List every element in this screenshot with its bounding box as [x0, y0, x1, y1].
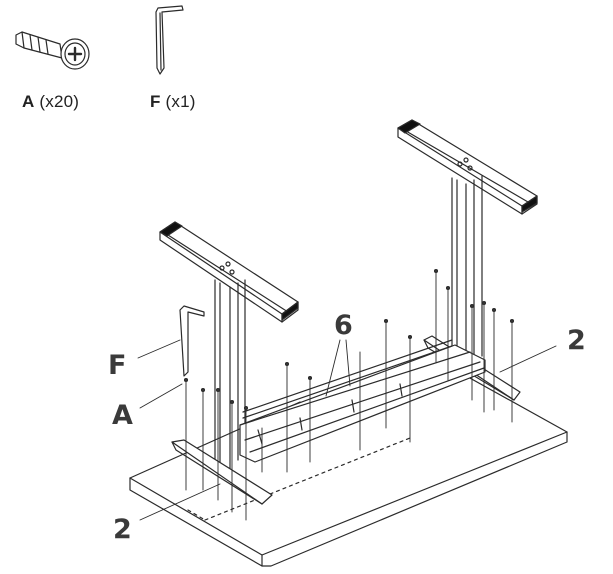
callout-6: 6: [334, 310, 353, 341]
part-f-letter: F: [150, 92, 161, 111]
left-leg: [159, 221, 299, 505]
callout-2-right: 2: [567, 325, 586, 356]
tabletop: [129, 361, 568, 567]
crossbars: [239, 339, 486, 463]
screw-icon: [15, 31, 90, 70]
allen-key-icon: [155, 5, 184, 75]
callout-f: F: [108, 350, 127, 381]
part-a-quantity: (x20): [39, 92, 80, 111]
part-a-label: A (x20): [22, 92, 79, 112]
part-f-quantity: (x1): [165, 92, 196, 111]
leader-lines: [137, 339, 557, 521]
allen-key-in-scene: [179, 305, 205, 377]
callout-2-left: 2: [113, 514, 132, 545]
part-f-label: F (x1): [150, 92, 196, 112]
callout-a: A: [112, 400, 133, 431]
screw-guides: [183, 268, 515, 521]
part-a-letter: A: [22, 92, 35, 111]
